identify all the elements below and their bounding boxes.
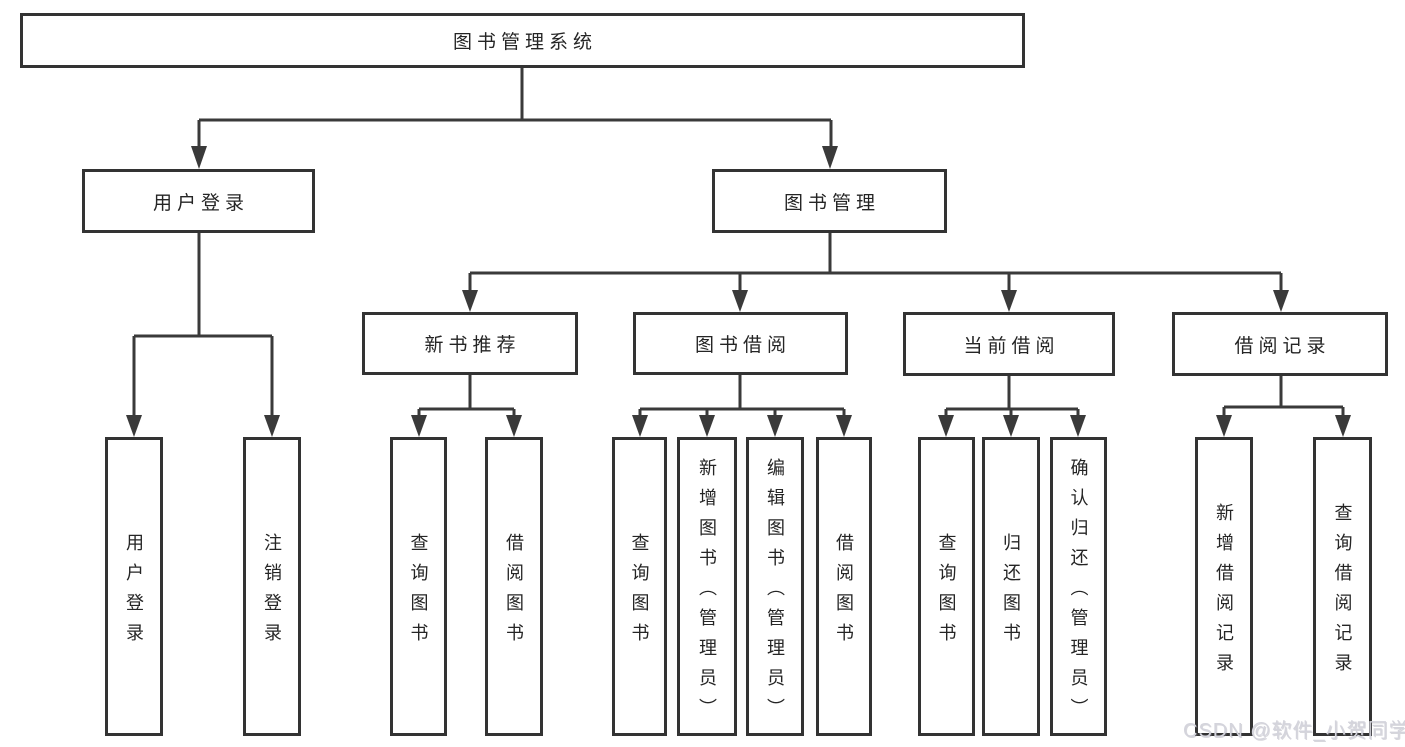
connector-new-book-recommendation <box>417 375 516 420</box>
node-label: 图书管理 <box>783 192 880 214</box>
leaf-borrow-books-recommend: 借阅图书 <box>485 437 543 736</box>
node-book-management: 图书管理 <box>712 169 947 233</box>
node-label: 用户登录 <box>152 192 249 214</box>
leaf-label: 新增借阅记录 <box>1214 502 1234 683</box>
node-label: 新书推荐 <box>424 335 521 356</box>
leaf-label: 编辑图书（管理员） <box>765 457 785 728</box>
leaf-add-book-admin: 新增图书（管理员） <box>677 437 737 736</box>
connector-book-management <box>468 233 1283 294</box>
connector-user-login <box>132 233 274 420</box>
csdn-watermark: CSDN @软件_小贺同学 <box>1183 720 1405 742</box>
node-label: 当前借阅 <box>963 335 1060 357</box>
leaf-label: 查询图书 <box>936 532 957 653</box>
node-label: 图书借阅 <box>694 335 791 356</box>
leaf-return-book: 归还图书 <box>982 437 1040 736</box>
leaf-label: 注销登录 <box>262 532 282 653</box>
leaf-label: 查询图书 <box>629 532 650 653</box>
leaf-label: 查询借阅记录 <box>1332 502 1353 683</box>
leaf-confirm-return-admin: 确认归还（管理员） <box>1050 437 1107 736</box>
leaf-borrow-books-borrowing: 借阅图书 <box>816 437 872 736</box>
leaf-label: 确认归还（管理员） <box>1068 457 1089 728</box>
leaf-label: 借阅图书 <box>834 532 854 653</box>
leaf-label: 新增图书（管理员） <box>697 457 717 728</box>
connector-borrowing-records <box>1222 376 1345 420</box>
leaf-query-borrow-record: 查询借阅记录 <box>1313 437 1372 736</box>
connector-current-borrowing <box>944 376 1080 420</box>
node-label: 借阅记录 <box>1234 335 1331 357</box>
leaf-label: 查询图书 <box>408 532 429 653</box>
node-user-login: 用户登录 <box>82 169 315 233</box>
leaf-add-borrow-record: 新增借阅记录 <box>1195 437 1253 736</box>
node-book-borrowing: 图书借阅 <box>633 312 848 375</box>
leaf-label: 用户登录 <box>124 532 144 653</box>
leaf-query-books-borrowing: 查询图书 <box>612 437 667 736</box>
leaf-label: 借阅图书 <box>504 532 524 653</box>
leaf-query-books-recommend: 查询图书 <box>390 437 447 736</box>
node-label: 图书管理系统 <box>452 32 597 53</box>
leaf-edit-book-admin: 编辑图书（管理员） <box>746 437 804 736</box>
arrowheads <box>126 146 1351 437</box>
connector-root <box>197 68 833 150</box>
leaf-query-books-current: 查询图书 <box>918 437 975 736</box>
node-current-borrowing: 当前借阅 <box>903 312 1115 376</box>
leaf-logout: 注销登录 <box>243 437 301 736</box>
node-library-management-system: 图书管理系统 <box>20 13 1025 68</box>
connector-book-borrowing <box>638 375 846 420</box>
node-new-book-recommendation: 新书推荐 <box>362 312 578 375</box>
node-borrowing-records: 借阅记录 <box>1172 312 1388 376</box>
leaf-user-login: 用户登录 <box>105 437 163 736</box>
leaf-label: 归还图书 <box>1001 532 1021 653</box>
